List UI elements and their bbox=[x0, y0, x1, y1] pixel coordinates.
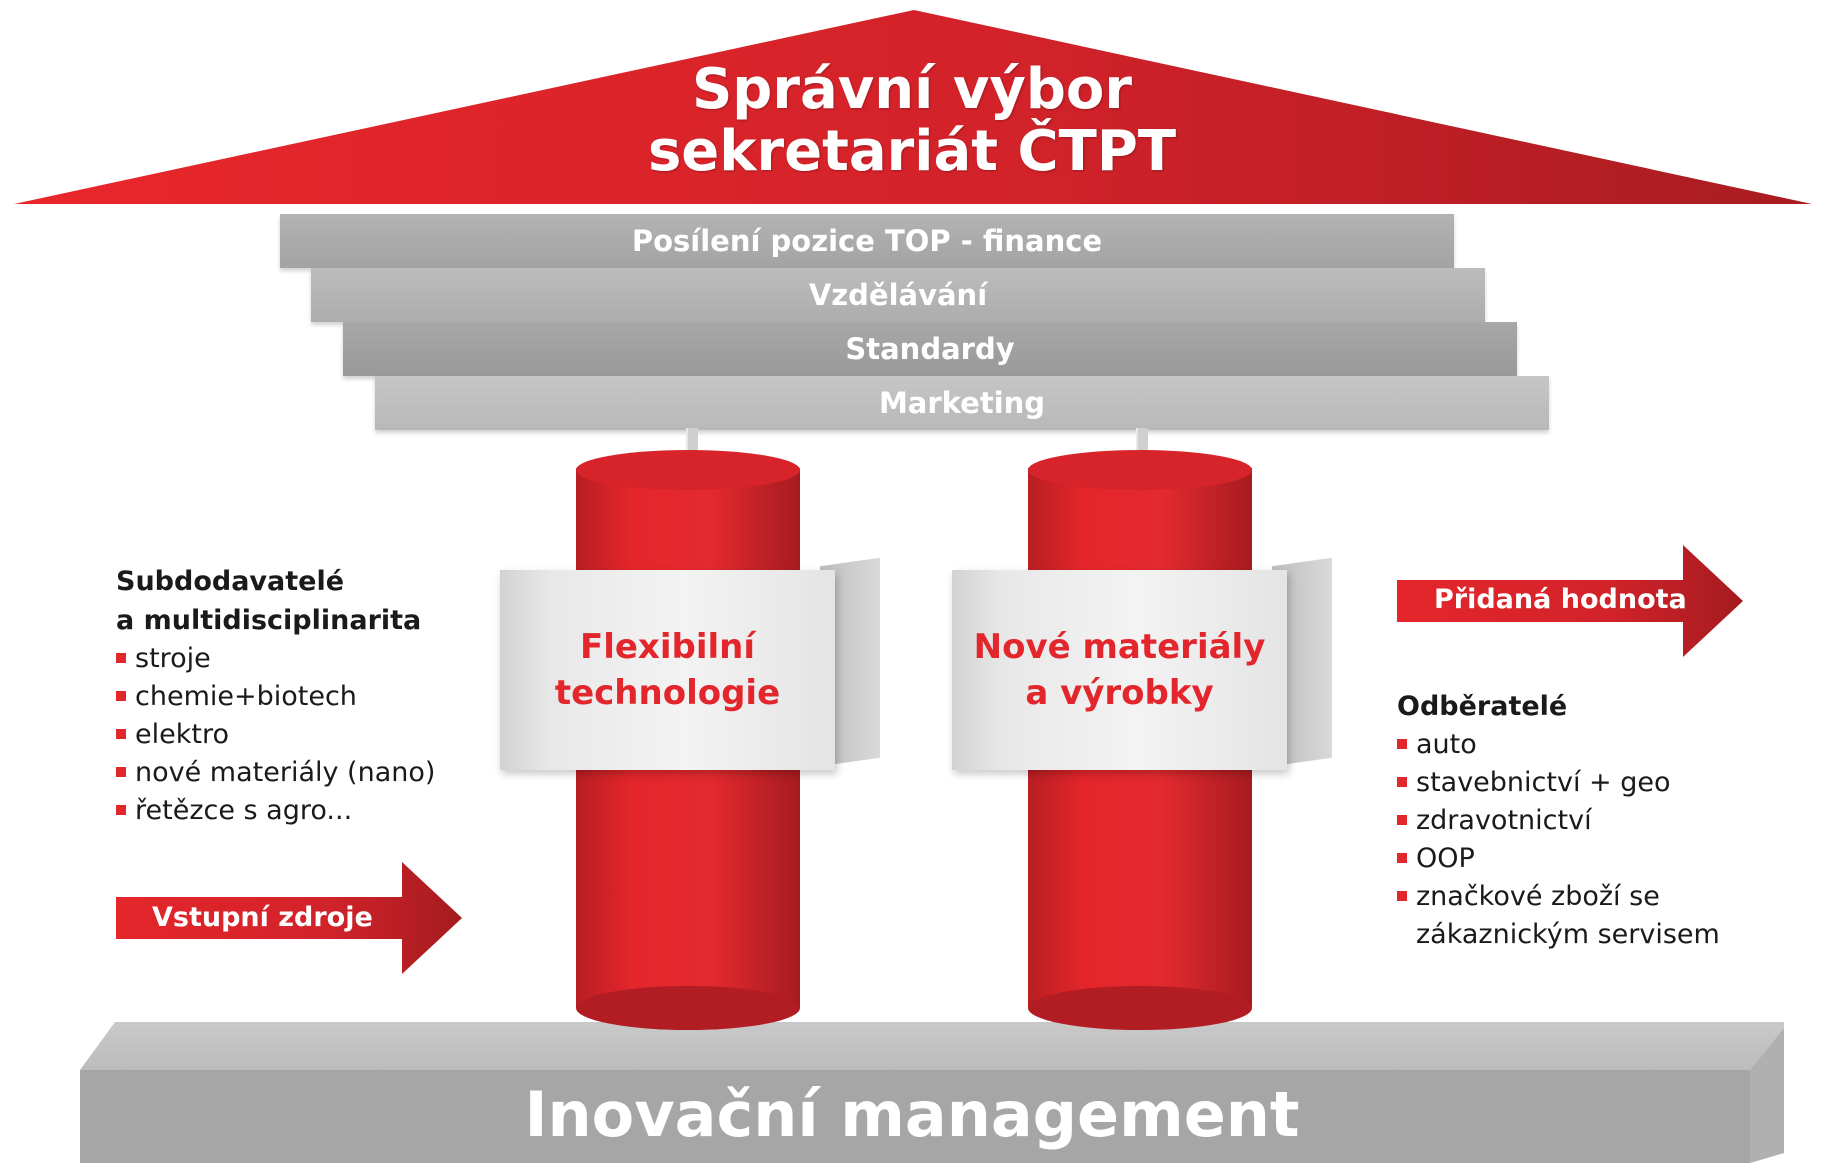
bullet-icon bbox=[116, 690, 126, 701]
beam-standards: Standardy bbox=[343, 322, 1517, 376]
suppliers-heading-line1: Subdodavatelé bbox=[116, 566, 345, 597]
list-item: auto bbox=[1397, 726, 1720, 764]
pillar-right-line1: Nové materiály bbox=[973, 627, 1266, 667]
pillar-left-line2: technologie bbox=[554, 673, 781, 713]
list-item: nové materiály (nano) bbox=[116, 754, 435, 792]
input-arrow-icon bbox=[116, 862, 462, 974]
list-item-continuation: zákaznickým servisem bbox=[1416, 919, 1720, 950]
suppliers-heading-line2: a multidisciplinarita bbox=[116, 605, 422, 636]
beam-marketing: Marketing bbox=[375, 376, 1549, 430]
list-item: elektro bbox=[116, 716, 435, 754]
list-item: zdravotnictví bbox=[1397, 802, 1720, 840]
suppliers-list: Subdodavatelé a multidisciplinarita stro… bbox=[116, 562, 435, 830]
customers-heading: Odběratelé bbox=[1397, 691, 1568, 722]
customers-list: Odběratelé auto stavebnictví + geo zdrav… bbox=[1397, 687, 1720, 954]
pillar-left-line1: Flexibilní bbox=[579, 627, 756, 667]
roof-shape bbox=[14, 10, 1812, 204]
list-item: stroje bbox=[116, 640, 435, 678]
roof-title-line1: Správní výbor bbox=[691, 57, 1133, 122]
base-slab bbox=[80, 1022, 1784, 1163]
bullet-icon bbox=[116, 728, 126, 739]
bullet-icon bbox=[1397, 852, 1407, 863]
output-arrow-icon bbox=[1397, 545, 1743, 657]
list-item: řetězce s agro... bbox=[116, 792, 435, 830]
pillar-label-right: Nové materiály a výrobky bbox=[952, 570, 1287, 770]
output-arrow-label: Přidaná hodnota bbox=[1434, 584, 1687, 615]
list-item: stavebnictví + geo bbox=[1397, 764, 1720, 802]
base-label: Inovační management bbox=[524, 1078, 1300, 1151]
bullet-icon bbox=[1397, 776, 1407, 787]
pillar-right-line2: a výrobky bbox=[1025, 673, 1214, 713]
bullet-icon bbox=[1397, 738, 1407, 749]
beam-finance: Posílení pozice TOP - finance bbox=[280, 214, 1454, 268]
list-item: OOP bbox=[1397, 840, 1720, 878]
bullet-icon bbox=[116, 804, 126, 815]
pillar-label-left: Flexibilní technologie bbox=[500, 570, 835, 770]
input-arrow-label: Vstupní zdroje bbox=[152, 902, 373, 933]
bullet-icon bbox=[1397, 814, 1407, 825]
roof-title-line2: sekretariát ČTPT bbox=[647, 119, 1177, 184]
list-item: chemie+biotech bbox=[116, 678, 435, 716]
list-item: značkové zboží se bbox=[1397, 878, 1720, 916]
bullet-icon bbox=[116, 766, 126, 777]
bullet-icon bbox=[1397, 890, 1407, 901]
bullet-icon bbox=[116, 652, 126, 663]
beam-education: Vzdělávání bbox=[311, 268, 1485, 322]
